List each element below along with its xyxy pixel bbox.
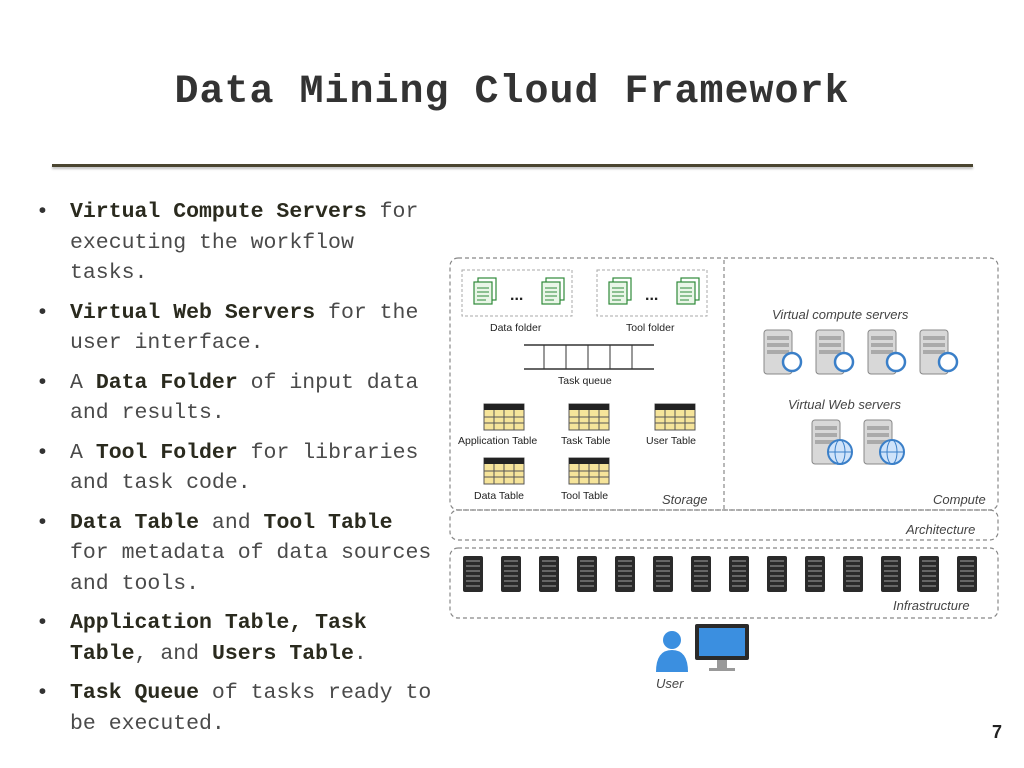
server-rack-icon bbox=[691, 556, 711, 592]
document-icon bbox=[676, 277, 700, 305]
bullet-dot: • bbox=[36, 200, 49, 224]
data-table-label: Data Table bbox=[474, 490, 524, 502]
tool-folder-ellipsis: ... bbox=[645, 287, 658, 304]
tool-folder-box bbox=[596, 269, 708, 317]
title-divider bbox=[52, 164, 973, 167]
bullet-dot: • bbox=[36, 681, 49, 705]
compute-server-icon bbox=[815, 329, 855, 375]
monitor-icon bbox=[695, 624, 749, 671]
data-folder-label: Data folder bbox=[490, 322, 542, 334]
user-icon bbox=[656, 631, 688, 672]
server-rack-icon bbox=[919, 556, 939, 592]
task-table-icon bbox=[568, 403, 610, 431]
server-rack-icon bbox=[957, 556, 977, 592]
application-table-label: Application Table bbox=[458, 435, 537, 447]
web-server-icon bbox=[811, 419, 853, 465]
virtual-compute-servers-label: Virtual compute servers bbox=[772, 307, 909, 322]
bullet-dot: • bbox=[36, 370, 49, 395]
tool-folder-label: Tool folder bbox=[626, 322, 675, 334]
bullet-item: •Virtual Web Servers for the user interf… bbox=[36, 298, 441, 359]
compute-server-icon bbox=[763, 329, 803, 375]
bullet-item: •Task Queue of tasks ready to be execute… bbox=[36, 678, 441, 739]
virtual-web-servers-label: Virtual Web servers bbox=[788, 397, 901, 412]
bullet-item: •Data Table and Tool Table for metadata … bbox=[36, 508, 441, 600]
bullet-item: •A Data Folder of input data and results… bbox=[36, 368, 441, 429]
task-table-label: Task Table bbox=[561, 435, 611, 447]
server-rack-icon bbox=[843, 556, 863, 592]
server-rack-icon bbox=[615, 556, 635, 592]
document-icon bbox=[473, 277, 497, 305]
user-table-icon bbox=[654, 403, 696, 431]
bullet-list: •Virtual Compute Servers for executing t… bbox=[36, 197, 441, 748]
server-rack-icon bbox=[539, 556, 559, 592]
bullet-item: •A Tool Folder for libraries and task co… bbox=[36, 438, 441, 499]
server-rack-icon bbox=[805, 556, 825, 592]
web-server-icon bbox=[863, 419, 905, 465]
bullet-item: •Application Table, Task Table, and User… bbox=[36, 608, 441, 669]
server-rack-icon bbox=[463, 556, 483, 592]
server-rack-icon bbox=[767, 556, 787, 592]
user-label: User bbox=[656, 676, 684, 691]
task-queue-icon bbox=[524, 344, 654, 370]
data-table-icon bbox=[483, 457, 525, 485]
server-rack-icon bbox=[577, 556, 597, 592]
architecture-diagram: ... Data folder ... Tool folder Task que… bbox=[449, 257, 999, 691]
application-table-icon bbox=[483, 403, 525, 431]
architecture-label: Architecture bbox=[905, 522, 975, 537]
server-rack-icon bbox=[729, 556, 749, 592]
server-rack-icon bbox=[881, 556, 901, 592]
compute-server-icon bbox=[919, 329, 959, 375]
server-rack-icon bbox=[501, 556, 521, 592]
tool-table-icon bbox=[568, 457, 610, 485]
task-queue-label: Task queue bbox=[558, 375, 612, 387]
server-rack-icon bbox=[653, 556, 673, 592]
server-rack-row bbox=[463, 556, 977, 592]
bullet-dot: • bbox=[36, 611, 49, 635]
user-table-label: User Table bbox=[646, 435, 696, 447]
compute-label: Compute bbox=[933, 492, 986, 507]
compute-server-icon bbox=[867, 329, 907, 375]
document-icon bbox=[541, 277, 565, 305]
storage-label: Storage bbox=[662, 492, 708, 507]
bullet-item: •Virtual Compute Servers for executing t… bbox=[36, 197, 441, 289]
infrastructure-label: Infrastructure bbox=[893, 598, 970, 613]
data-folder-box bbox=[461, 269, 573, 317]
infrastructure-box bbox=[449, 547, 999, 619]
data-folder-ellipsis: ... bbox=[510, 287, 523, 304]
bullet-dot: • bbox=[36, 440, 49, 465]
bullet-dot: • bbox=[36, 300, 49, 325]
document-icon bbox=[608, 277, 632, 305]
bullet-dot: • bbox=[36, 510, 49, 535]
page-number: 7 bbox=[991, 722, 1002, 742]
tool-table-label: Tool Table bbox=[561, 490, 608, 502]
architecture-box bbox=[449, 509, 999, 541]
slide-title: Data Mining Cloud Framework bbox=[174, 70, 850, 115]
